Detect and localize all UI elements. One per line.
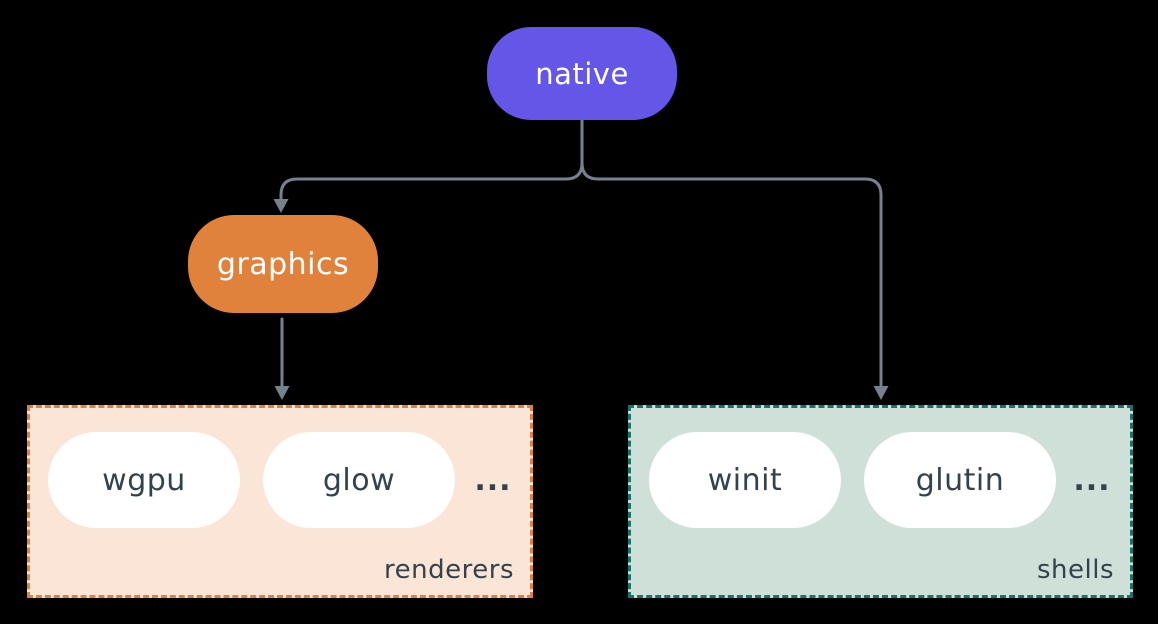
node-native-label: native <box>535 56 629 91</box>
group-renderers: wgpu glow ... renderers <box>27 405 533 598</box>
group-shells: winit glutin ... shells <box>628 405 1133 598</box>
arrowhead-renderers <box>274 386 290 400</box>
node-glow: glow <box>263 432 455 528</box>
edge-native-graphics <box>279 119 584 201</box>
node-native: native <box>487 27 677 120</box>
arrowhead-graphics <box>273 199 289 213</box>
group-label-shells: shells <box>1036 555 1114 585</box>
arrowhead-shells <box>873 386 889 400</box>
edge-native-shells <box>580 119 883 388</box>
node-wgpu-label: wgpu <box>102 462 186 498</box>
node-graphics-label: graphics <box>216 246 350 282</box>
shells-ellipsis: ... <box>1073 462 1111 498</box>
node-winit-label: winit <box>707 462 783 498</box>
node-glutin: glutin <box>864 432 1056 528</box>
renderers-ellipsis: ... <box>474 462 512 498</box>
group-label-renderers: renderers <box>384 555 514 585</box>
node-graphics: graphics <box>188 215 378 313</box>
node-winit: winit <box>649 432 841 528</box>
node-wgpu: wgpu <box>48 432 240 528</box>
node-glutin-label: glutin <box>915 462 1005 498</box>
node-glow-label: glow <box>322 462 396 498</box>
